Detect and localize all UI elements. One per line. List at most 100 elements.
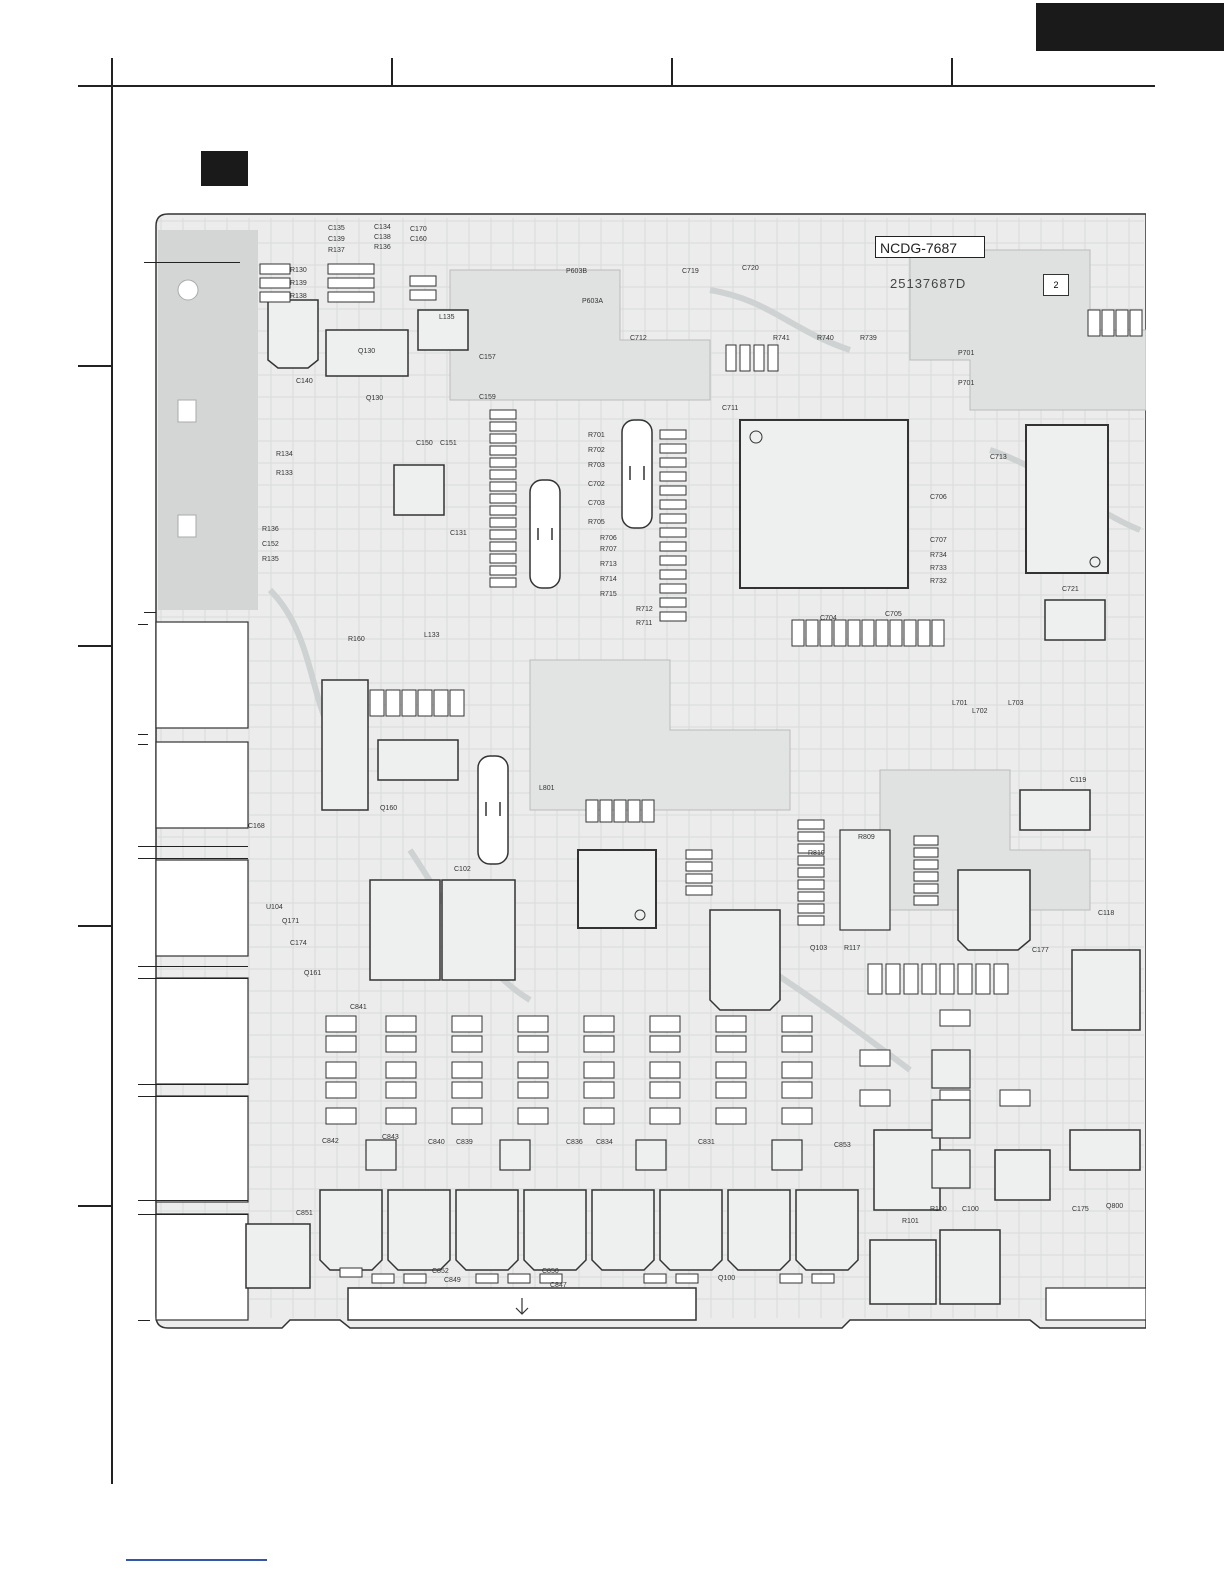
callout-line <box>138 858 248 859</box>
ref-label: L702 <box>972 708 988 715</box>
ref-label: C850 <box>542 1268 559 1275</box>
ref-label: R732 <box>930 578 947 585</box>
ref-label: L133 <box>424 632 440 639</box>
ref-label: C852 <box>432 1268 449 1275</box>
ref-label: R139 <box>290 280 307 287</box>
board-id-label: NCDG-7687 <box>875 236 985 258</box>
ref-label: R707 <box>600 546 617 553</box>
ref-label: C712 <box>630 335 647 342</box>
ref-label: C836 <box>566 1139 583 1146</box>
ref-label: P701 <box>958 380 975 387</box>
ref-label: P603A <box>582 298 604 305</box>
callout-line <box>144 612 156 613</box>
ref-label: R712 <box>636 606 653 613</box>
left-frame-line <box>111 58 113 1484</box>
ref-label: C703 <box>588 500 605 507</box>
ref-label: L703 <box>1008 700 1024 707</box>
ref-label: R713 <box>600 561 617 568</box>
ref-label: C150 <box>416 440 433 447</box>
ref-label: R100 <box>930 1206 947 1213</box>
ref-label: R714 <box>600 576 617 583</box>
ref-label: C175 <box>1072 1206 1089 1213</box>
ref-label: R134 <box>276 451 293 458</box>
callout-line <box>138 978 248 979</box>
ref-label: C152 <box>262 541 279 548</box>
ref-label: R741 <box>773 335 790 342</box>
ref-label: L701 <box>952 700 968 707</box>
ref-label: C168 <box>248 823 265 830</box>
ref-label: R160 <box>348 636 365 643</box>
ref-label: C160 <box>410 236 427 243</box>
callout-line <box>138 1096 248 1097</box>
ref-label: U104 <box>266 904 283 911</box>
column-tick-1 <box>391 58 393 86</box>
ref-label: Q130 <box>366 395 384 402</box>
callout-line <box>138 624 148 625</box>
ref-label: R136 <box>374 244 391 251</box>
callout-line <box>138 846 248 847</box>
ref-label: C831 <box>698 1139 715 1146</box>
ref-label: C151 <box>440 440 457 447</box>
ref-label: C834 <box>596 1139 613 1146</box>
callout-line <box>138 1214 248 1215</box>
ref-label: R136 <box>262 526 279 533</box>
ref-label: C839 <box>456 1139 473 1146</box>
ref-label: C705 <box>885 611 902 618</box>
callout-line <box>138 1320 150 1321</box>
ref-label: C177 <box>1032 947 1049 954</box>
callout-line <box>138 1200 248 1201</box>
ref-label: Q800 <box>1106 1203 1124 1210</box>
callout-line <box>144 262 240 263</box>
ref-label: C139 <box>328 236 345 243</box>
ref-label: C134 <box>374 224 391 231</box>
ref-label: R705 <box>588 519 605 526</box>
ref-label: R138 <box>290 293 307 300</box>
ref-label: C719 <box>682 268 699 275</box>
ref-label: R137 <box>328 247 345 254</box>
ref-label: C849 <box>444 1277 461 1284</box>
row-tick-3 <box>78 925 112 927</box>
ref-label: C119 <box>1070 777 1087 784</box>
ref-label: R135 <box>262 556 279 563</box>
top-frame-line <box>78 85 1155 87</box>
ref-label: C853 <box>834 1142 851 1149</box>
ref-label: L801 <box>539 785 555 792</box>
ref-label: C118 <box>1098 910 1115 917</box>
ref-label: Q100 <box>718 1275 736 1282</box>
ref-label: R133 <box>276 470 293 477</box>
ref-label: R703 <box>588 462 605 469</box>
ref-label: R809 <box>858 834 875 841</box>
ref-label: C711 <box>722 405 739 412</box>
callout-line <box>138 966 248 967</box>
ref-label: C707 <box>930 537 947 544</box>
ref-label: R734 <box>930 552 947 559</box>
ref-label: R715 <box>600 591 617 598</box>
ref-label: C135 <box>328 225 345 232</box>
column-tick-3 <box>951 58 953 86</box>
page-tab <box>1036 3 1224 51</box>
ref-label: C842 <box>322 1138 339 1145</box>
row-tick-2 <box>78 645 112 647</box>
ref-label: R701 <box>588 432 605 439</box>
callout-line <box>138 744 148 745</box>
ref-label: R702 <box>588 447 605 454</box>
row-tick-1 <box>78 365 112 367</box>
callout-line <box>138 1084 248 1085</box>
footer-link-line <box>126 1559 267 1561</box>
ref-label: C702 <box>588 481 605 488</box>
ref-label: R740 <box>817 335 834 342</box>
ref-label: R706 <box>600 535 617 542</box>
section-marker <box>201 151 248 186</box>
ref-label: C847 <box>550 1282 567 1289</box>
ref-label: Q160 <box>380 805 398 812</box>
ref-label: C157 <box>479 354 496 361</box>
ref-label: C706 <box>930 494 947 501</box>
ref-label: R117 <box>844 945 861 952</box>
ref-label: C720 <box>742 265 759 272</box>
ref-label: C843 <box>382 1134 399 1141</box>
ref-label: C174 <box>290 940 307 947</box>
ref-label: C131 <box>450 530 467 537</box>
ref-label: C159 <box>479 394 496 401</box>
ref-label: C721 <box>1062 586 1079 593</box>
ref-label: R733 <box>930 565 947 572</box>
